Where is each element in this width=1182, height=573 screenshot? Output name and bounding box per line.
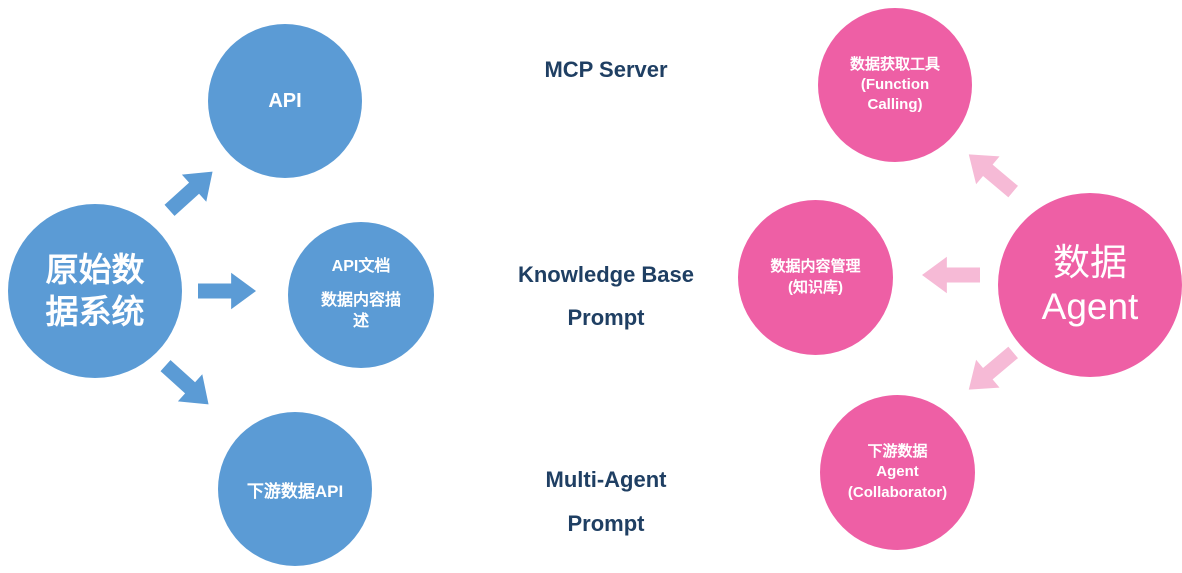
downstream-agent-label-line3: (Collaborator) xyxy=(847,483,948,501)
function-calling-tool-circle: 数据获取工具 (Function Calling) xyxy=(818,8,972,162)
tool-label-line2: (Function xyxy=(860,75,930,93)
knowledge-base-label-line2: Prompt xyxy=(567,305,645,330)
multi-agent-label-line2: Prompt xyxy=(567,511,645,536)
tool-label-line1: 数据获取工具 xyxy=(849,55,940,73)
api-circle: API xyxy=(208,24,362,178)
multi-agent-prompt-label: Multi-Agent Prompt xyxy=(495,458,717,546)
content-management-label-line2: (知识库) xyxy=(788,278,843,296)
api-doc-label-line2: 数据内容描述 xyxy=(320,292,401,330)
knowledge-base-prompt-label: Knowledge Base Prompt xyxy=(495,253,717,339)
downstream-agent-label-line1: 下游数据 xyxy=(867,443,928,461)
api-doc-label-line1: API文档 xyxy=(331,258,391,276)
arrow-source-to-downstream-icon xyxy=(150,349,224,422)
data-agent-label-line1: 数据 xyxy=(1053,242,1127,284)
arrow-agent-to-collaborator-icon xyxy=(954,335,1028,408)
mcp-server-label: MCP Server xyxy=(544,57,668,82)
api-doc-circle: API文档 数据内容描述 xyxy=(288,222,434,368)
content-management-label-line1: 数据内容管理 xyxy=(770,258,861,276)
api-label: API xyxy=(268,89,302,112)
content-management-circle: 数据内容管理 (知识库) xyxy=(738,200,893,355)
source-system-circle: 原始数据系统 xyxy=(8,204,182,378)
downstream-api-label: 下游数据API xyxy=(246,481,344,501)
data-agent-circle: 数据 Agent xyxy=(998,193,1182,377)
downstream-agent-label-line2: Agent xyxy=(876,463,919,481)
source-system-label: 原始数据系统 xyxy=(45,250,145,330)
tool-label-line3: Calling) xyxy=(867,96,923,114)
downstream-api-circle: 下游数据API xyxy=(218,412,372,566)
arrow-agent-to-kb-icon xyxy=(922,252,980,298)
multi-agent-label-line1: Multi-Agent xyxy=(545,467,667,492)
arrow-source-to-doc-icon xyxy=(198,268,256,314)
arrow-source-to-api-icon xyxy=(154,155,228,228)
knowledge-base-label-line1: Knowledge Base xyxy=(517,262,695,287)
data-agent-label-line2: Agent xyxy=(1041,286,1139,327)
downstream-agent-circle: 下游数据 Agent (Collaborator) xyxy=(820,395,975,550)
arrow-agent-to-tool-icon xyxy=(954,137,1028,210)
